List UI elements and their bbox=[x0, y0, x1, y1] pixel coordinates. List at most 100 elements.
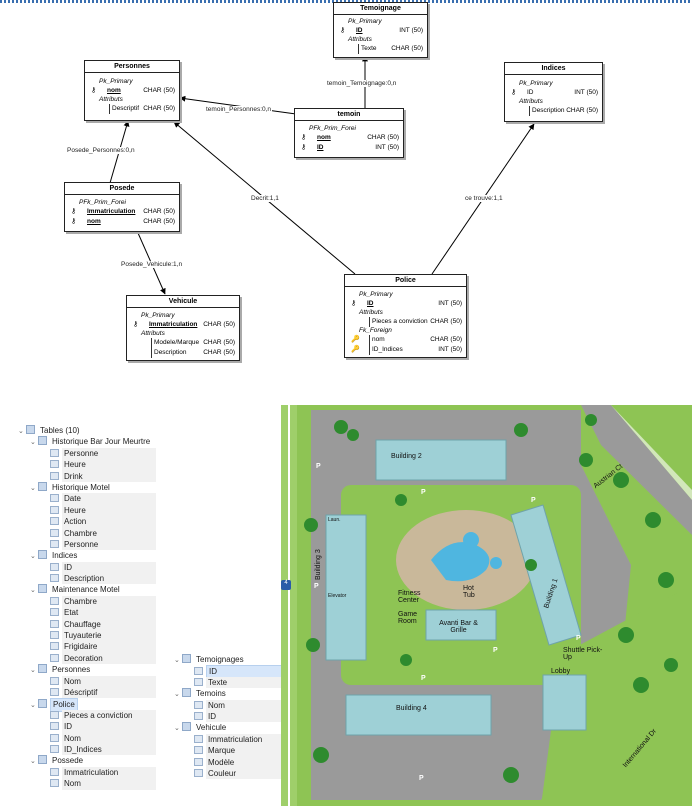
column-icon bbox=[50, 687, 59, 696]
tree-column[interactable]: Etat bbox=[18, 607, 156, 619]
chevron-down-icon[interactable]: ⌄ bbox=[30, 667, 36, 675]
foreign-key-icon: 🔑 bbox=[351, 336, 360, 343]
tree-table[interactable]: ⌄Vehicule bbox=[162, 722, 302, 733]
tree-item-label: ID bbox=[206, 710, 300, 723]
tree-item-label: Chauffage bbox=[62, 618, 156, 631]
tree-column[interactable]: Drink bbox=[18, 470, 156, 482]
tree-table[interactable]: ⌄Police bbox=[18, 698, 156, 712]
tree-table[interactable]: ⌄Temoins bbox=[162, 688, 302, 699]
tree-item-label: Description bbox=[62, 573, 156, 585]
section-label: Attributs bbox=[141, 330, 165, 337]
tree-column[interactable]: Marque bbox=[162, 745, 302, 757]
parking-label: P bbox=[421, 675, 426, 682]
tree-table[interactable]: ⌄Personnes bbox=[18, 664, 156, 675]
tree-column[interactable]: Heure bbox=[18, 459, 156, 471]
tree-column[interactable]: ID bbox=[18, 721, 156, 733]
column-icon bbox=[194, 768, 203, 777]
tree-column[interactable]: Nom bbox=[162, 699, 302, 711]
chevron-down-icon[interactable]: ⌄ bbox=[30, 439, 36, 447]
column-icon bbox=[50, 619, 59, 628]
chevron-down-icon[interactable]: ⌄ bbox=[30, 702, 36, 710]
table-icon bbox=[38, 664, 47, 674]
tree-column[interactable]: Personne bbox=[18, 447, 156, 460]
attr-type: CHAR (50) bbox=[391, 45, 423, 52]
tree-item-label: Tables (10) bbox=[40, 426, 80, 435]
tree-column[interactable]: Action bbox=[18, 516, 156, 528]
tree-table[interactable]: ⌄Maintenance Motel bbox=[18, 584, 156, 595]
lobby-label: Lobby bbox=[551, 668, 571, 675]
motel-map: Building 2 Building 3 Building 1 Buildin… bbox=[281, 405, 692, 806]
tree-table[interactable]: ⌄Temoignages bbox=[162, 654, 302, 665]
tree-column[interactable]: Immatriculation bbox=[18, 766, 156, 779]
tree-item-label: Modèle bbox=[206, 756, 300, 768]
attr-type: CHAR (50) bbox=[143, 208, 175, 215]
tree-column[interactable]: Déscriptif bbox=[18, 686, 156, 699]
tree-column[interactable]: ID bbox=[162, 710, 302, 723]
tree-column[interactable]: Date bbox=[18, 493, 156, 505]
column-icon bbox=[194, 734, 203, 743]
column-icon bbox=[50, 733, 59, 742]
tree-column[interactable]: Tuyauterie bbox=[18, 630, 156, 642]
tree-column[interactable]: Personne bbox=[18, 538, 156, 551]
attr-name: ID bbox=[317, 144, 324, 151]
tree-column[interactable]: Texte bbox=[162, 676, 302, 689]
chevron-down-icon[interactable]: ⌄ bbox=[30, 587, 36, 595]
chevron-down-icon[interactable]: ⌄ bbox=[18, 428, 24, 435]
tree-column[interactable]: Couleur bbox=[162, 767, 302, 780]
tree-column[interactable]: Chambre bbox=[18, 527, 156, 539]
tree-column[interactable]: Chambre bbox=[18, 595, 156, 608]
tree-table[interactable]: ⌄Possede bbox=[18, 755, 156, 766]
column-icon bbox=[50, 448, 59, 457]
tree-column[interactable]: Pieces a conviction bbox=[18, 709, 156, 722]
building-4-shape bbox=[345, 694, 492, 736]
tree-table[interactable]: ⌄Historique Motel bbox=[18, 481, 156, 493]
hot-tub-label: Hot Tub bbox=[463, 585, 475, 599]
chevron-down-icon[interactable]: ⌄ bbox=[174, 725, 180, 733]
table-icon bbox=[38, 550, 47, 560]
tree-table[interactable]: ⌄Indices bbox=[18, 550, 156, 561]
tree-column[interactable]: Frigidaire bbox=[18, 641, 156, 653]
chevron-down-icon[interactable]: ⌄ bbox=[30, 758, 36, 766]
tree-column[interactable]: ID bbox=[18, 561, 156, 574]
attr-type: INT (50) bbox=[438, 346, 462, 353]
tree-column[interactable]: Nom bbox=[18, 732, 156, 744]
parking-label: P bbox=[531, 497, 536, 504]
fitness-label: Fitness Center bbox=[398, 590, 421, 604]
tree-column[interactable]: Modèle bbox=[162, 756, 302, 768]
attr-name: Modele/Marque bbox=[151, 338, 203, 348]
tree-item-label: Couleur bbox=[206, 767, 300, 780]
table-icon bbox=[182, 722, 191, 732]
tree-table[interactable]: ⌄Historique Bar Jour Meurtre bbox=[18, 436, 156, 447]
table-icon bbox=[38, 699, 47, 709]
tree-column[interactable]: Immatriculation bbox=[162, 733, 302, 746]
tree-root[interactable]: ⌄ Tables (10) bbox=[18, 425, 156, 436]
chevron-down-icon[interactable]: ⌄ bbox=[30, 484, 36, 492]
tree-column[interactable]: Nom bbox=[18, 675, 156, 687]
tree-column[interactable]: Decoration bbox=[18, 652, 156, 665]
tree-column[interactable]: Chauffage bbox=[18, 618, 156, 631]
chevron-down-icon[interactable]: ⌄ bbox=[174, 691, 180, 699]
attr-type: CHAR (50) bbox=[367, 134, 399, 141]
attr-name: Immatriculation bbox=[149, 321, 198, 328]
tree-column[interactable]: Nom bbox=[18, 778, 156, 790]
tree-column[interactable]: ID_Indices bbox=[18, 743, 156, 756]
key-icon: ⚷ bbox=[511, 89, 517, 96]
column-icon bbox=[50, 676, 59, 685]
column-icon bbox=[50, 528, 59, 537]
chevron-down-icon[interactable]: ⌄ bbox=[30, 553, 36, 561]
elevator-label: Elevator bbox=[328, 593, 347, 599]
chevron-down-icon[interactable]: ⌄ bbox=[174, 657, 180, 664]
tree-item-label: Personne bbox=[62, 538, 156, 551]
section-label: Attributs bbox=[519, 98, 543, 105]
rel-label-posede-vehicule: Posede_Vehicule:1,n bbox=[120, 261, 184, 268]
tree-column[interactable]: Heure bbox=[18, 504, 156, 517]
tree-column[interactable]: Description bbox=[18, 573, 156, 585]
section-label: PFk_Prim_Forei bbox=[309, 125, 356, 132]
